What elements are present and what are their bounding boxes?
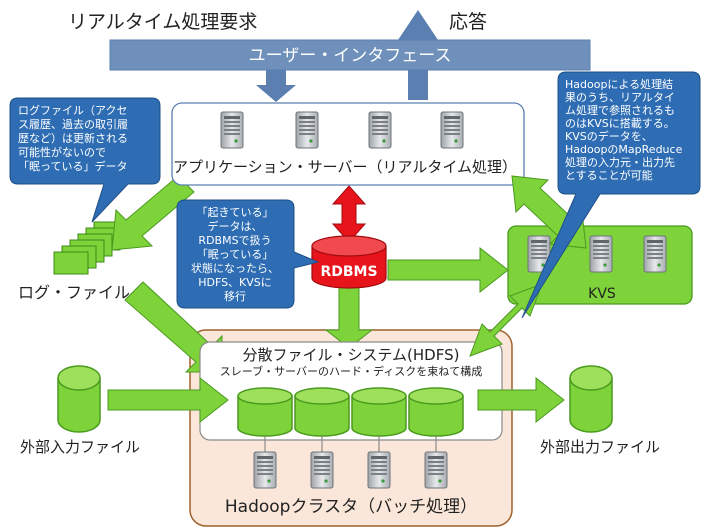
kvs-callout-line: ム処理で参照されるも <box>565 103 675 117</box>
input-to-hdfs-arrow <box>107 376 229 424</box>
kvs-server-icon <box>643 235 667 273</box>
log-callout-line: 歴など）は更新される <box>18 131 128 145</box>
kvs-server-icon <box>589 235 613 273</box>
rdbms-callout <box>176 199 320 309</box>
rdbms-callout-text: 「起きている」 データは、 RDBMSで扱う 「眠っている」 状態になったら、 … <box>191 206 279 303</box>
kvs-callout-text: Hadoopによる処理結 果のうち、リアルタイ ム処理で参照されるも のはKVS… <box>565 77 683 182</box>
hadoop-cluster-label: Hadoopクラスタ（バッチ処理） <box>225 497 477 517</box>
external-input-cylinder <box>57 365 101 433</box>
user-interface-label: ユーザー・インタフェース <box>249 46 452 66</box>
kvs-callout-line: 処理の入力元・出力先 <box>565 155 675 169</box>
log-callout-line: ログファイル（アクセ <box>18 103 127 117</box>
cluster-server-icon <box>367 451 391 489</box>
app-server-icon <box>368 111 392 149</box>
kvs-callout-line: HadoopのMapReduce <box>565 143 683 156</box>
rdbms-callout-line: 「起きている」 <box>197 206 274 219</box>
hdfs-disk-3 <box>351 387 407 437</box>
app-server-icon <box>440 111 464 149</box>
kvs-callout-line: のはKVSに搭載する。 <box>565 117 675 130</box>
log-callout-line: 「眠っている」データ <box>18 159 127 173</box>
rdbms-callout-line: HDFS、KVSに <box>198 276 272 289</box>
rdbms-callout-line: 「眠っている」 <box>197 248 273 261</box>
log-callout-line: ス履歴、過去の取引履 <box>18 117 128 131</box>
rdbms-callout-line: RDBMSで扱う <box>198 233 271 247</box>
request-down-arrow <box>256 70 296 102</box>
hdfs-to-output-arrow <box>477 376 565 424</box>
rdbms-callout-line: 移行 <box>224 290 246 303</box>
realtime-request-label: リアルタイム処理要求 <box>68 11 257 33</box>
app-to-log-arrow <box>111 175 195 251</box>
user-interface-bar <box>109 39 591 71</box>
app-rdbms-double-arrow <box>331 185 367 243</box>
log-callout-line: 可能性がないので <box>18 145 106 159</box>
hdfs-disk-4 <box>408 387 464 437</box>
external-output-cylinder <box>569 365 613 433</box>
response-label: 応答 <box>449 11 487 33</box>
external-input-label: 外部入力ファイル <box>20 438 140 456</box>
rdbms-to-kvs-arrow <box>387 246 509 294</box>
cluster-server-icon <box>310 451 334 489</box>
kvs-callout-line: KVSのデータを、 <box>565 129 653 143</box>
hdfs-disk-2 <box>294 387 350 437</box>
kvs-callout-line: 果のうち、リアルタイ <box>565 91 675 104</box>
kvs-callout-line: Hadoopによる処理結 <box>565 77 673 91</box>
rdbms-cylinder <box>311 235 387 289</box>
app-server-icon <box>220 111 244 149</box>
kvs-callout <box>521 71 701 319</box>
log-callout <box>9 97 161 223</box>
external-output-label: 外部出力ファイル <box>540 438 660 456</box>
log-file-label: ログ・ファイル <box>18 283 130 302</box>
app-server-icon <box>295 111 319 149</box>
hdfs-subtitle: スレーブ・サーバーのハード・ディスクを束ねて構成 <box>220 364 482 378</box>
rdbms-callout-line: 状態になったら、 <box>191 261 279 275</box>
kvs-label: KVS <box>588 286 616 302</box>
kvs-callout-line: とすることが可能 <box>565 168 653 182</box>
log-callout-text: ログファイル（アクセ ス履歴、過去の取引履 歴など）は更新される 可能性がないの… <box>18 103 128 173</box>
rdbms-callout-line: データは、 <box>208 219 263 233</box>
rdbms-to-hdfs-arrow <box>324 281 374 349</box>
cluster-server-icon <box>253 451 277 489</box>
app-server-label: アプリケーション・サーバー（リアルタイム処理） <box>173 158 517 176</box>
hdfs-disk-1 <box>237 387 293 437</box>
app-server-box <box>171 102 525 186</box>
log-file-icon <box>53 221 129 275</box>
cluster-server-icon <box>424 451 448 489</box>
hdfs-title: 分散ファイル・システム(HDFS) <box>243 346 460 364</box>
rdbms-label: RDBMS <box>320 264 377 280</box>
